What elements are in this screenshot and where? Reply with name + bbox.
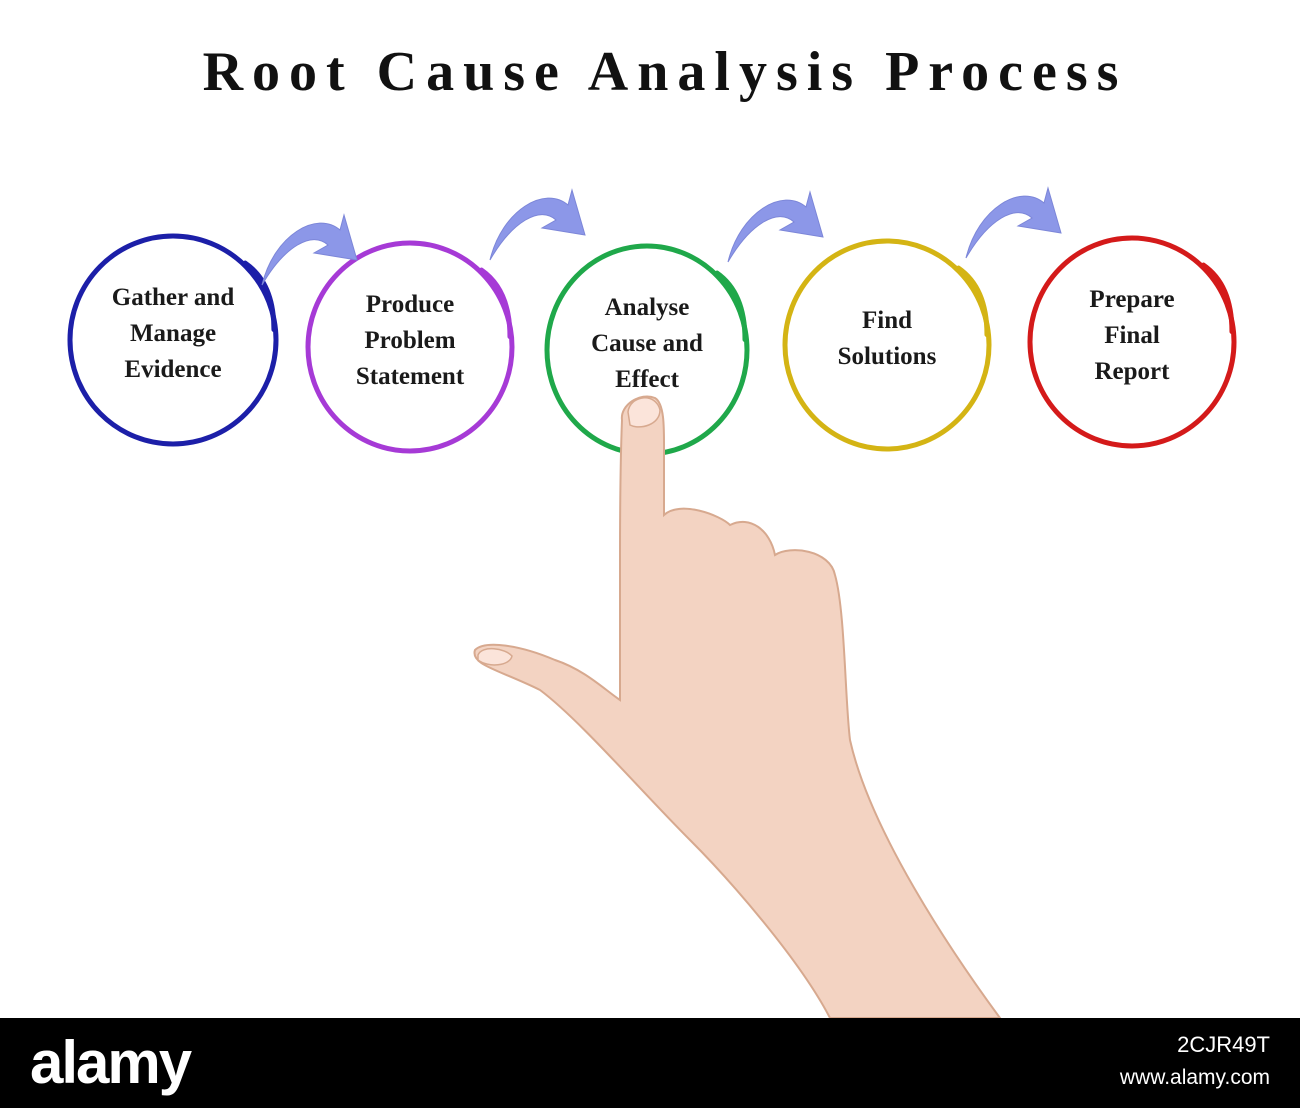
- step-label-line: Problem: [364, 327, 456, 354]
- step-label-line: Cause and: [591, 330, 703, 357]
- watermark-image-id: 2CJR49T: [1177, 1032, 1270, 1057]
- process-diagram: [67, 186, 1237, 1019]
- step-label-line: Evidence: [124, 356, 222, 383]
- step-arrow-1: [261, 213, 358, 286]
- step-arrow-2: [489, 188, 586, 261]
- step-circle-5: [1027, 235, 1237, 449]
- step-label-line: Produce: [365, 291, 455, 318]
- step-circle-stroke-overlap-5: [1200, 262, 1235, 335]
- step-circle-2: [305, 240, 515, 454]
- step-label-line: Analyse: [604, 294, 690, 321]
- step-label-line: Effect: [615, 366, 679, 393]
- fingernail: [627, 397, 661, 428]
- step-label-line: Statement: [355, 363, 465, 390]
- thumbnail: [477, 648, 513, 666]
- pointing-hand: [473, 395, 1002, 1019]
- step-label-line: Report: [1094, 358, 1170, 385]
- step-circle-stroke-overlap-1: [242, 260, 277, 333]
- diagram-title: Root Cause Analysis Process: [202, 41, 1128, 103]
- step-label-line: Manage: [129, 320, 217, 347]
- step-label-line: Prepare: [1089, 286, 1175, 313]
- step-arrow-4: [965, 186, 1062, 259]
- hand-shape: [473, 395, 1002, 1019]
- step-circle-1: [67, 233, 279, 447]
- step-label-line: Find: [861, 307, 913, 334]
- step-circle-stroke-overlap-4: [955, 265, 990, 338]
- step-arrows: [261, 186, 1062, 286]
- step-circles: [67, 233, 1237, 457]
- watermark-brand: alamy: [30, 1029, 192, 1096]
- step-label-line: Gather and: [111, 284, 235, 311]
- step-circle-stroke-overlap-2: [478, 267, 513, 340]
- step-label-line: Solutions: [837, 343, 937, 370]
- watermark-bar: alamy 2CJR49T www.alamy.com: [0, 1018, 1300, 1108]
- step-label-line: Final: [1104, 322, 1160, 349]
- watermark-site: www.alamy.com: [1119, 1066, 1270, 1089]
- step-circle-stroke-overlap-3: [714, 270, 748, 343]
- step-circle-4: [782, 238, 992, 452]
- step-arrow-3: [727, 190, 824, 263]
